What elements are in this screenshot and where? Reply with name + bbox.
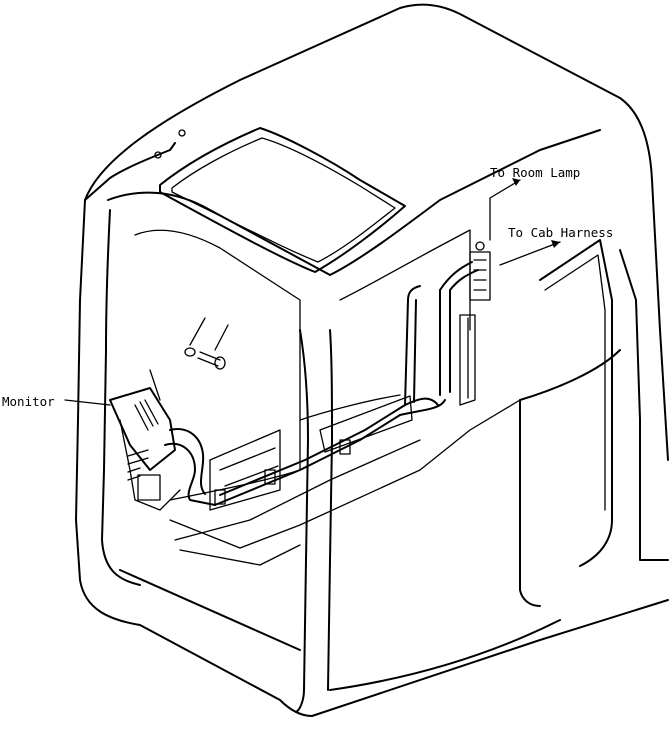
monitor-unit [109, 387, 181, 511]
floor-console [169, 394, 521, 566]
leader-lines [64, 178, 561, 406]
cab-shell [75, 3, 669, 717]
monitor-label: Monitor [2, 394, 55, 409]
wiring-harness [164, 241, 491, 506]
room-lamp-label: To Room Lamp [490, 165, 580, 180]
cab-harness-label: To Cab Harness [508, 225, 613, 240]
